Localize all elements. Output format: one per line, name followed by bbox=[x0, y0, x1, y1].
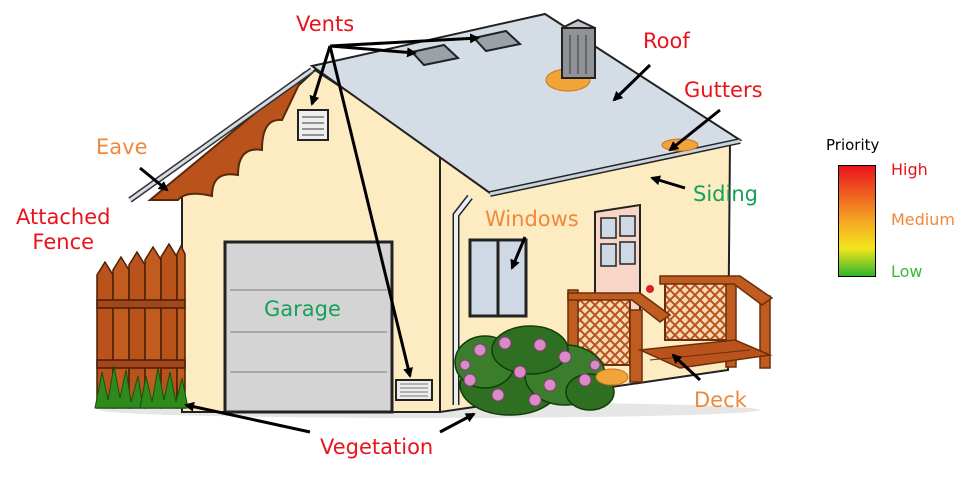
label-vegetation: Vegetation bbox=[320, 435, 434, 459]
garage-door bbox=[223, 240, 394, 414]
legend-level-low: Low bbox=[891, 262, 923, 281]
deck bbox=[567, 275, 774, 383]
callout-arrows bbox=[139, 33, 721, 434]
priority-gradient-bar bbox=[839, 166, 875, 276]
grass-clumps bbox=[94, 365, 189, 409]
legend-level-medium: Medium bbox=[891, 210, 955, 229]
legend-title: Priority bbox=[826, 136, 880, 154]
label-roof: Roof bbox=[643, 29, 690, 53]
label-gutters: Gutters bbox=[684, 78, 763, 102]
label-siding: Siding bbox=[693, 182, 758, 206]
roof-vent-2 bbox=[472, 29, 523, 53]
roof-vent-1 bbox=[410, 43, 461, 67]
label-deck: Deck bbox=[694, 388, 747, 412]
label-eave: Eave bbox=[96, 135, 148, 159]
label-vents: Vents bbox=[296, 12, 355, 36]
label-windows: Windows bbox=[485, 207, 579, 231]
foundation-vent bbox=[395, 379, 433, 401]
legend-bar-frame bbox=[838, 165, 876, 277]
label-garage: Garage bbox=[264, 297, 341, 321]
label-attached-fence: Attached Fence bbox=[16, 205, 111, 255]
legend-level-high: High bbox=[891, 160, 928, 179]
shrub bbox=[454, 325, 615, 416]
